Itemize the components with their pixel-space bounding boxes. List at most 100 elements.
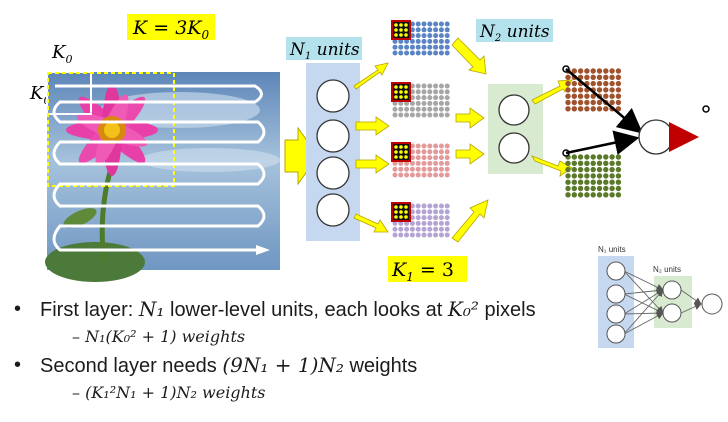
- map-unit: [571, 87, 577, 93]
- map-unit: [409, 226, 415, 232]
- map-unit: [409, 209, 415, 215]
- map-unit: [444, 226, 450, 232]
- map-unit: [571, 192, 577, 198]
- map-unit: [603, 68, 609, 74]
- map-unit: [427, 226, 433, 232]
- map-unit: [565, 87, 571, 93]
- inset-n2-label: N₂ units: [653, 265, 681, 274]
- map-unit: [433, 226, 439, 232]
- map-unit: [415, 50, 421, 56]
- map-unit: [398, 106, 404, 112]
- map-unit: [433, 89, 439, 95]
- map-unit: [590, 179, 596, 185]
- n1-neurons: [316, 79, 350, 227]
- map-unit: [398, 112, 404, 118]
- map-unit: [421, 155, 427, 161]
- map-unit: [433, 50, 439, 56]
- map-unit: [603, 173, 609, 179]
- map-unit: [615, 154, 622, 160]
- n1-to-maps-arrows: [353, 62, 390, 233]
- map-unit: [427, 155, 433, 161]
- map-unit: [571, 99, 577, 106]
- map-unit: [603, 80, 609, 87]
- map-unit: [444, 21, 450, 27]
- map-unit: [584, 166, 590, 173]
- map-unit: [433, 83, 439, 89]
- map-unit: [409, 38, 415, 44]
- map-unit: [415, 27, 421, 33]
- n1-neuron: [316, 193, 350, 227]
- map-unit: [584, 68, 590, 74]
- map-unit: [444, 27, 450, 33]
- n1-label: N1 units: [289, 40, 360, 62]
- map-unit: [438, 44, 444, 50]
- map-unit: [433, 203, 439, 209]
- map-unit: [438, 21, 444, 27]
- map-unit: [444, 44, 450, 50]
- map-unit: [444, 100, 450, 106]
- map-unit: [415, 33, 421, 39]
- map-unit: [433, 33, 439, 39]
- map-unit: [438, 143, 444, 149]
- map-unit: [584, 173, 590, 179]
- map-unit: [609, 80, 615, 87]
- map-unit: [421, 95, 427, 101]
- map-unit: [590, 185, 596, 192]
- map-unit: [392, 106, 398, 112]
- map-unit: [615, 192, 622, 198]
- map-unit: [590, 160, 596, 166]
- map-green: [565, 154, 622, 198]
- map-unit: [590, 154, 596, 160]
- map-unit: [596, 74, 603, 81]
- map-unit: [392, 226, 398, 232]
- map-unit: [433, 220, 439, 226]
- map-unit: [421, 209, 427, 215]
- map-unit: [577, 106, 584, 112]
- map-unit: [444, 166, 450, 172]
- map-unit: [577, 173, 584, 179]
- map-unit: [438, 112, 444, 118]
- n2-to-maps-arrows: [531, 79, 573, 177]
- n2-neuron: [498, 132, 530, 164]
- map-unit: [427, 21, 433, 27]
- map-unit: [398, 44, 404, 50]
- map-unit: [571, 166, 577, 173]
- map-unit: [421, 38, 427, 44]
- map-unit: [584, 179, 590, 185]
- map-unit: [444, 149, 450, 155]
- map-unit: [421, 100, 427, 106]
- n2-feature-maps: [562, 65, 622, 198]
- map-unit: [444, 83, 450, 89]
- map-unit: [433, 44, 439, 50]
- map-unit: [409, 149, 415, 155]
- map-unit: [421, 27, 427, 33]
- map-unit: [421, 21, 427, 27]
- map-unit: [590, 166, 596, 173]
- map-unit: [596, 179, 603, 185]
- k-eq-label: K = 3K0: [132, 17, 209, 42]
- map-unit: [433, 106, 439, 112]
- n2-neuron: [498, 94, 530, 126]
- map-unit: [577, 166, 584, 173]
- map-unit: [577, 68, 584, 74]
- map-unit: [398, 232, 404, 238]
- k1-eq-label: K1 = 3: [391, 259, 454, 284]
- map-unit: [433, 209, 439, 215]
- map-unit: [565, 185, 571, 192]
- map-unit: [409, 89, 415, 95]
- map-unit: [603, 185, 609, 192]
- map-unit: [427, 83, 433, 89]
- map-unit: [427, 172, 433, 178]
- map-unit: [596, 185, 603, 192]
- map-unit: [603, 166, 609, 173]
- map-unit: [415, 160, 421, 166]
- marker-dot: [702, 105, 710, 113]
- map-unit: [398, 100, 404, 106]
- map-unit: [421, 33, 427, 39]
- map-unit: [409, 21, 415, 27]
- map-unit: [392, 38, 398, 44]
- map-unit: [433, 95, 439, 101]
- map-unit: [415, 172, 421, 178]
- map-unit: [421, 44, 427, 50]
- map-unit: [415, 215, 421, 221]
